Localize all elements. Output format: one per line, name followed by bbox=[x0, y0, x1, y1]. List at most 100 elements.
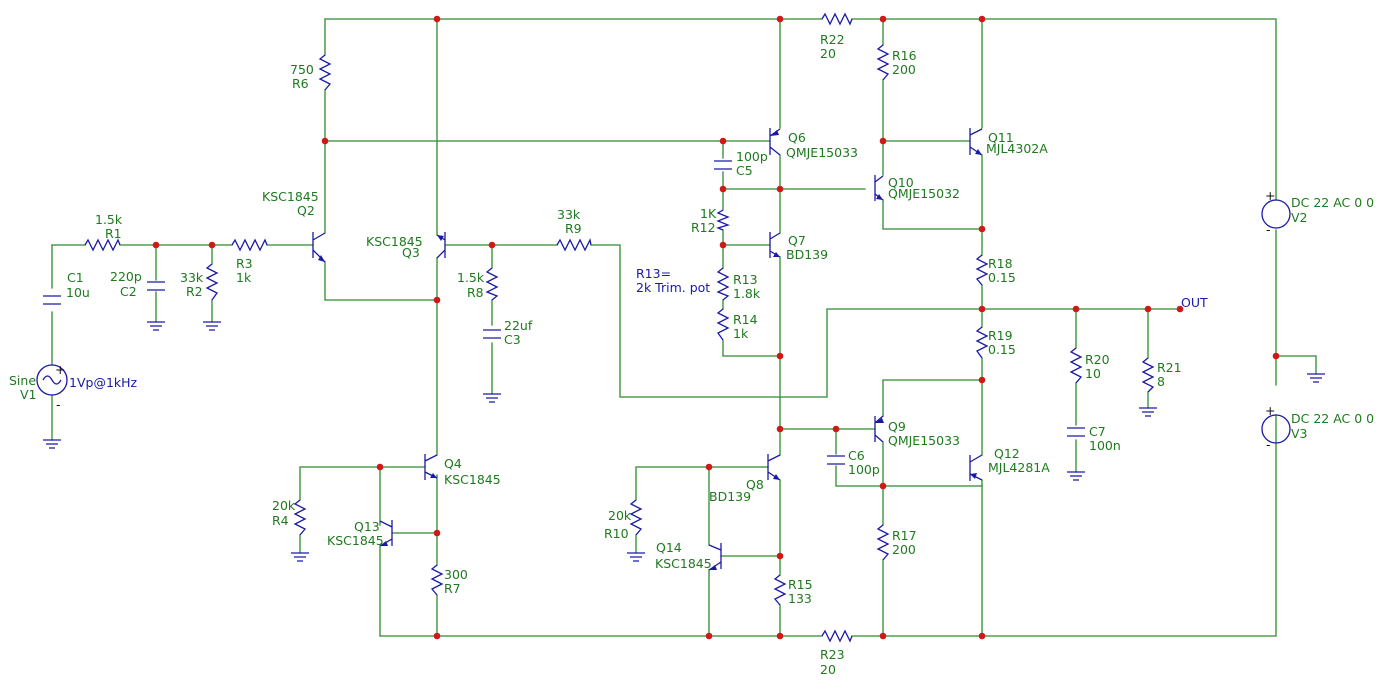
sources bbox=[36, 199, 1291, 444]
r2-value: 33k bbox=[180, 270, 204, 285]
r10-ref: R10 bbox=[604, 526, 629, 541]
v3-value: DC 22 AC 0 0 bbox=[1291, 411, 1374, 426]
resistor-r23 bbox=[821, 629, 853, 643]
q14-part: KSC1845 bbox=[655, 556, 712, 571]
c1-ref: C1 bbox=[67, 270, 84, 285]
c3-ref: C3 bbox=[504, 332, 521, 347]
r23-ref: R23 bbox=[820, 647, 845, 662]
q6-ref: Q6 bbox=[788, 130, 806, 145]
q10-ref: Q10 bbox=[888, 175, 914, 190]
r1-ref: R1 bbox=[105, 226, 122, 241]
r16-ref: R16 bbox=[892, 48, 917, 63]
ground-symbol bbox=[627, 552, 645, 562]
r22-ref: R22 bbox=[820, 32, 845, 47]
r7-value: 300 bbox=[444, 567, 468, 582]
resistor-r6 bbox=[318, 54, 332, 91]
transistor-q13 bbox=[379, 520, 393, 547]
wires bbox=[51, 18, 1317, 637]
q11-part: MJL4302A bbox=[986, 141, 1048, 156]
capacitor-c7 bbox=[1067, 427, 1085, 437]
junction-dot bbox=[879, 15, 887, 23]
source-v3 bbox=[1261, 414, 1291, 444]
v2-plus: + bbox=[1265, 188, 1275, 203]
q13-part: KSC1845 bbox=[327, 533, 384, 548]
transistor-q9 bbox=[874, 415, 884, 443]
capacitors bbox=[43, 160, 1085, 465]
resistor-r22 bbox=[821, 12, 853, 26]
capacitor-c3 bbox=[483, 329, 501, 339]
r9-value: 33k bbox=[557, 207, 581, 222]
transistor-q4 bbox=[424, 454, 438, 480]
r12-value: 1K bbox=[700, 206, 717, 221]
q4-ref: Q4 bbox=[444, 456, 462, 471]
r18-value: 0.15 bbox=[988, 270, 1016, 285]
v1-value: 1Vp@1kHz bbox=[69, 375, 138, 390]
junction-dot bbox=[776, 425, 784, 433]
junction-dot bbox=[719, 241, 727, 249]
labels: 1.5k R1 C1 10u 220p C2 33k R2 R3 1k Sine… bbox=[9, 32, 1374, 677]
r16-value: 200 bbox=[892, 62, 916, 77]
junction-dots bbox=[152, 15, 1280, 640]
junction-dot bbox=[705, 463, 713, 471]
r19-value: 0.15 bbox=[988, 342, 1016, 357]
q7-part: BD139 bbox=[786, 247, 828, 262]
junction-dot bbox=[488, 241, 496, 249]
r18-ref: R18 bbox=[988, 256, 1013, 271]
junction-dot bbox=[879, 137, 887, 145]
resistor-r20 bbox=[1069, 347, 1083, 384]
r1-value: 1.5k bbox=[95, 212, 123, 227]
junction-dot bbox=[433, 15, 441, 23]
junction-dot bbox=[152, 241, 160, 249]
resistors bbox=[84, 12, 1155, 643]
v2-value: DC 22 AC 0 0 bbox=[1291, 195, 1374, 210]
q9-ref: Q9 bbox=[888, 419, 906, 434]
resistor-r10 bbox=[629, 499, 643, 536]
q10-part: QMJE15032 bbox=[888, 186, 960, 201]
r13-note-line1: R13= bbox=[636, 266, 671, 281]
junction-dot bbox=[978, 15, 986, 23]
junction-dot bbox=[879, 482, 887, 490]
q9-part: QMJE15033 bbox=[888, 433, 960, 448]
ground-symbol bbox=[203, 321, 221, 331]
r10-value: 20k bbox=[608, 508, 632, 523]
junction-dot bbox=[776, 352, 784, 360]
resistor-r19 bbox=[975, 326, 989, 359]
junction-dot bbox=[978, 305, 986, 313]
junction-dot bbox=[376, 463, 384, 471]
q13-ref: Q13 bbox=[354, 519, 380, 534]
r13-note-line2: 2k Trim. pot bbox=[636, 280, 710, 295]
r15-value: 133 bbox=[788, 591, 812, 606]
v2-ref: V2 bbox=[1291, 210, 1308, 225]
junction-dot bbox=[978, 376, 986, 384]
source-v2 bbox=[1261, 199, 1291, 229]
r8-value: 1.5k bbox=[457, 270, 485, 285]
junction-dot bbox=[776, 185, 784, 193]
junction-dot bbox=[208, 241, 216, 249]
r14-value: 1k bbox=[733, 326, 749, 341]
c5-ref: C5 bbox=[736, 163, 753, 178]
c2-value: 220p bbox=[110, 269, 142, 284]
junction-dot bbox=[776, 15, 784, 23]
ground-symbol bbox=[291, 552, 309, 562]
r3-value: 1k bbox=[236, 270, 252, 285]
transistor-q3 bbox=[436, 232, 446, 259]
v3-plus: + bbox=[1265, 403, 1275, 418]
r14-ref: R14 bbox=[733, 312, 758, 327]
transistor-q11 bbox=[969, 128, 983, 156]
junction-dot bbox=[433, 632, 441, 640]
q14-ref: Q14 bbox=[656, 540, 682, 555]
c7-ref: C7 bbox=[1089, 424, 1106, 439]
junction-dot bbox=[832, 425, 840, 433]
r13-ref: R13 bbox=[733, 272, 758, 287]
c6-ref: C6 bbox=[848, 448, 865, 463]
r21-ref: R21 bbox=[1157, 360, 1182, 375]
ground-symbol bbox=[147, 321, 165, 331]
junction-dot bbox=[879, 632, 887, 640]
q3-part: KSC1845 bbox=[366, 234, 423, 249]
resistor-r14 bbox=[716, 308, 730, 341]
resistor-r7 bbox=[430, 564, 444, 596]
r9-ref: R9 bbox=[565, 221, 582, 236]
resistor-r16 bbox=[876, 44, 890, 81]
c7-value: 100n bbox=[1089, 438, 1121, 453]
